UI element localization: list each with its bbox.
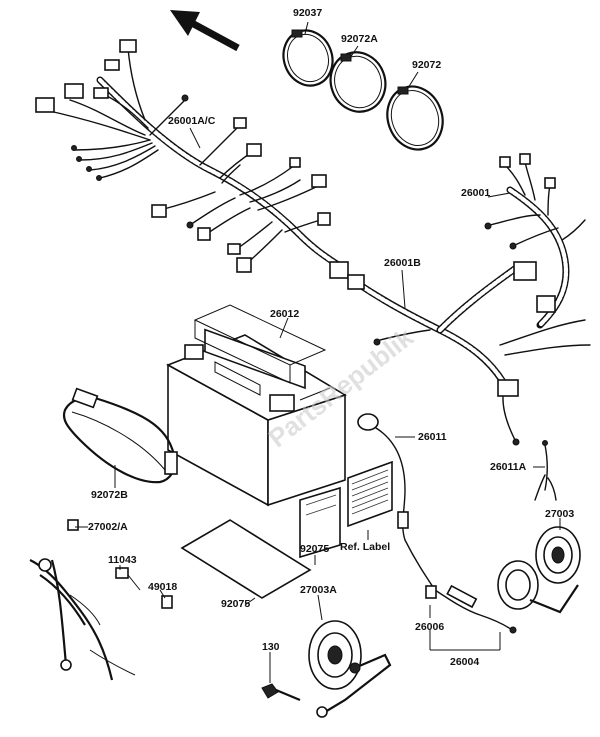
label-ref-label: Ref. Label xyxy=(340,541,390,553)
label-27003A: 27003A xyxy=(300,584,337,596)
label-92072: 92072 xyxy=(412,59,441,71)
label-92075-lower: 92075 xyxy=(221,598,250,610)
clamp-92072A xyxy=(329,51,387,113)
label-26011A: 26011A xyxy=(490,461,527,473)
front-arrow-icon xyxy=(170,10,240,52)
clamp-92072 xyxy=(386,85,444,151)
label-11043: 11043 xyxy=(108,554,137,566)
horn-right xyxy=(497,526,581,614)
label-92075-upper: 92075 xyxy=(300,543,329,555)
label-26011: 26011 xyxy=(418,431,447,443)
label-49018: 49018 xyxy=(148,581,177,593)
horn-bottom xyxy=(308,620,392,718)
clamp-92037 xyxy=(282,29,334,87)
ref-label-plate xyxy=(347,460,393,528)
leader-lines xyxy=(75,21,561,683)
label-26004: 26004 xyxy=(450,656,479,668)
label-130: 130 xyxy=(262,641,280,653)
label-26001B: 26001B xyxy=(384,257,421,269)
label-26001AC: 26001A/C xyxy=(168,115,216,127)
frame-section xyxy=(29,519,173,681)
label-26001: 26001 xyxy=(461,187,490,199)
label-92072A: 92072A xyxy=(341,33,378,45)
battery-pad xyxy=(180,486,341,599)
label-26006: 26006 xyxy=(415,621,444,633)
label-27003: 27003 xyxy=(545,508,574,520)
horn-lead xyxy=(425,584,517,634)
main-harness-connectors xyxy=(35,39,349,279)
label-92037: 92037 xyxy=(293,7,322,19)
label-92072B: 92072B xyxy=(91,489,128,501)
battery-lead xyxy=(357,413,436,591)
bolt-130 xyxy=(261,683,301,702)
label-26012: 26012 xyxy=(270,308,299,320)
main-harness xyxy=(44,47,349,274)
battery-strap xyxy=(62,387,178,484)
battery xyxy=(166,304,347,507)
label-27002A: 27002/A xyxy=(88,521,128,533)
harness-26001B xyxy=(347,261,591,446)
harness-26011A xyxy=(534,440,557,501)
harness-26001 xyxy=(484,153,586,329)
